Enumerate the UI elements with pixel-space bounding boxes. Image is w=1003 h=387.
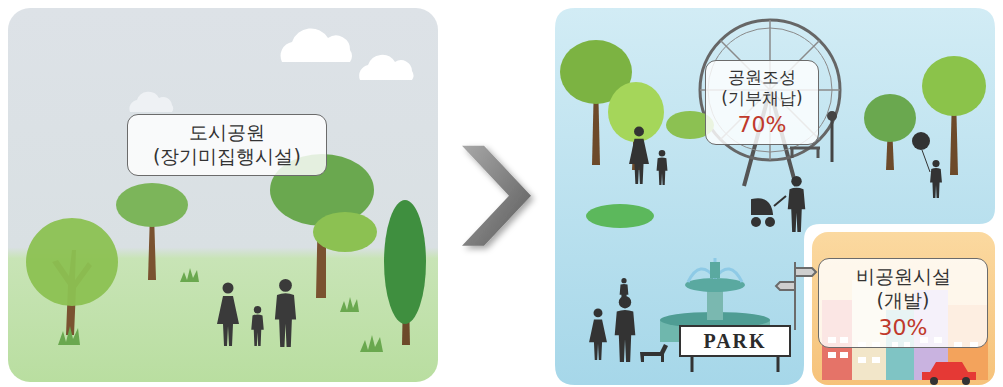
chevron-arrow [462, 146, 531, 246]
label-box: 공원조성 (기부채납)70% [705, 60, 819, 145]
park-development-panel: 공원조성 (기부채납)70% 비공원시설 (개발)30% [555, 8, 995, 385]
label-box: 도시공원 (장기미집행시설) [127, 114, 327, 176]
node-title: 공원조성 (기부채납) [710, 67, 814, 110]
percent-value: 70% [710, 111, 814, 139]
node-title: 도시공원 (장기미집행시설) [139, 121, 315, 169]
label-box: 비공원시설 (개발)30% [818, 258, 988, 348]
percent-value: 30% [823, 314, 983, 342]
node-title: 비공원시설 (개발) [843, 265, 963, 313]
sign-text: PARK [680, 326, 790, 356]
park-panel: 도시공원 (장기미집행시설) [8, 8, 438, 382]
panel-shape [555, 8, 995, 385]
non-park-panel: 비공원시설 (개발)30% [812, 232, 995, 385]
